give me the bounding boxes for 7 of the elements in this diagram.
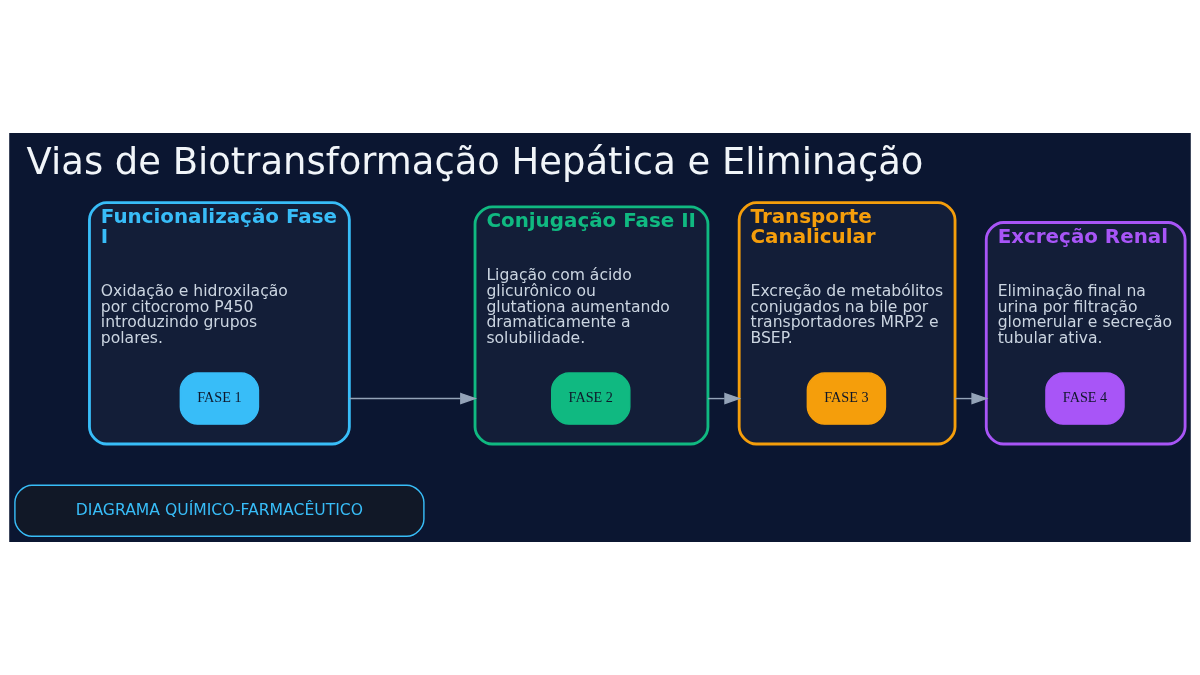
node-box: FASE 2 bbox=[551, 372, 631, 425]
node-box: DIAGRAMA QUÍMICO-FARMACÊUTICO bbox=[14, 484, 425, 538]
diagram-title: Vias de Biotransformação Hepática e Eliminação bbox=[26, 139, 924, 183]
arrow bbox=[348, 392, 478, 405]
node-box: FASE 4 bbox=[1045, 372, 1125, 425]
node-box: FASE 3 bbox=[806, 372, 887, 425]
node-box: FASE 1 bbox=[179, 372, 260, 425]
